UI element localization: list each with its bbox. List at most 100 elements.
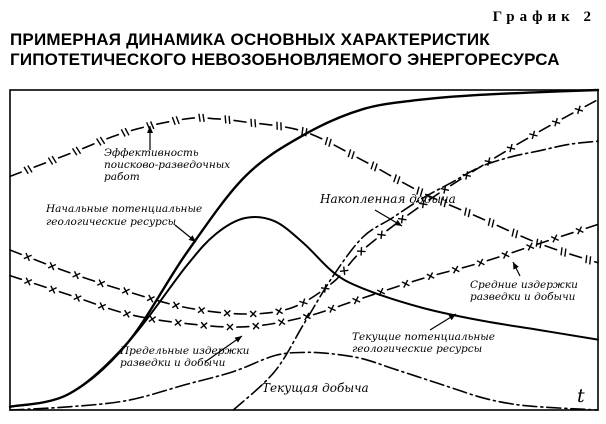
series-line-5 (9, 116, 599, 264)
cross-marker (47, 262, 57, 271)
cross-marker (121, 287, 130, 296)
cross-marker (226, 323, 234, 331)
double-tick-marker (250, 118, 257, 128)
leader-arrowhead (188, 235, 196, 242)
double-tick-marker (535, 238, 543, 249)
chart-title-line-2: ГИПОТЕТИЧЕСКОГО НЕВОЗОБНОВЛЯЕМОГО ЭНЕРГО… (10, 50, 560, 69)
cross-marker (529, 130, 538, 140)
cross-marker (23, 277, 33, 286)
double-tick-marker (511, 228, 519, 239)
cross-marker (122, 309, 131, 318)
double-tick-marker (393, 174, 401, 185)
cross-marker (419, 199, 428, 209)
double-tick-marker (487, 217, 495, 228)
cross-marker (376, 287, 386, 297)
annotation-line: Предельные издержки (119, 345, 250, 357)
cross-marker (174, 318, 182, 327)
cross-marker (339, 266, 349, 276)
annotation-line: геологические ресурсы (46, 216, 176, 228)
double-tick-marker (439, 197, 447, 208)
cross-marker (302, 312, 311, 321)
series-line-4 (9, 351, 599, 411)
cross-marker (426, 272, 435, 281)
cross-marker (252, 322, 260, 330)
double-tick-marker (120, 127, 130, 137)
double-tick-marker (301, 126, 308, 137)
chart-title: ПРИМЕРНАЯ ДИНАМИКА ОСНОВНЫХ ХАРАКТЕРИСТИ… (10, 30, 600, 70)
cross-marker (97, 302, 107, 311)
leader-arrowhead (147, 126, 153, 133)
leader-arrowhead (448, 314, 456, 321)
double-tick-marker (224, 115, 231, 124)
cross-marker (551, 117, 561, 127)
annotation-line: Накопленная добыча (319, 192, 456, 206)
leader-line (204, 335, 243, 363)
cross-marker (48, 285, 57, 294)
double-tick-marker (47, 155, 57, 165)
double-tick-marker (585, 255, 592, 265)
double-tick-marker (560, 247, 567, 257)
cross-marker (275, 307, 284, 316)
cross-marker (357, 247, 366, 256)
cross-marker (451, 265, 460, 274)
cross-marker (73, 293, 82, 302)
cross-marker (327, 304, 336, 313)
plot-frame (9, 89, 599, 411)
double-tick-marker (71, 146, 82, 156)
double-tick-marker (198, 113, 205, 122)
double-tick-marker (370, 161, 378, 172)
double-tick-marker (96, 136, 106, 146)
cross-marker (277, 318, 286, 327)
cross-marker (171, 301, 180, 310)
leader-arrowhead (234, 336, 242, 343)
cross-marker (320, 284, 330, 293)
cross-marker (377, 230, 386, 240)
annotation-line: Эффективность (104, 147, 199, 159)
series-layer (8, 88, 600, 411)
cross-marker (146, 294, 155, 303)
annotation-line: разведки и добычи (470, 291, 576, 303)
annotation-line: Средние издержки (470, 279, 578, 291)
annotation-line: Текущая добыча (262, 381, 369, 395)
annotation-line: работ (104, 171, 140, 183)
leader-arrowhead (513, 262, 519, 270)
cross-marker (506, 143, 516, 153)
series-line-3 (232, 140, 599, 411)
cross-marker (397, 214, 407, 224)
double-tick-marker (347, 149, 355, 160)
double-tick-marker (276, 121, 282, 131)
cross-marker (526, 242, 535, 251)
annotation-line: поисково-разведочных (104, 159, 230, 171)
cross-marker (574, 105, 584, 115)
leader-arrowhead (394, 219, 402, 226)
series-line-7 (9, 223, 599, 328)
annotation-line: Начальные потенциальные (45, 203, 202, 215)
chart-title-line-1: ПРИМЕРНАЯ ДИНАМИКА ОСНОВНЫХ ХАРАКТЕРИСТИ… (10, 30, 490, 49)
annotation-accumulated: Накопленная добыча (319, 192, 456, 206)
double-tick-marker (463, 207, 471, 218)
annotation-current-output: Текущая добыча (262, 381, 369, 395)
annotation-line: разведки и добычи (120, 357, 226, 369)
double-tick-marker (23, 165, 33, 175)
figure-number: График 2 (492, 9, 596, 25)
cross-marker (352, 296, 361, 305)
series-line-2 (9, 215, 599, 408)
series-line-1 (8, 88, 600, 408)
double-tick-marker (324, 136, 332, 147)
cross-marker (575, 226, 584, 235)
double-tick-marker (416, 186, 424, 197)
cross-marker (97, 279, 106, 288)
cross-marker (23, 252, 32, 262)
cross-marker (501, 250, 510, 259)
cross-marker (223, 309, 231, 317)
annotation-line: Текущие потенциальные (352, 331, 495, 343)
cross-marker (476, 258, 485, 267)
cross-marker (550, 234, 560, 243)
cross-marker (197, 306, 206, 315)
cross-marker (299, 298, 308, 307)
